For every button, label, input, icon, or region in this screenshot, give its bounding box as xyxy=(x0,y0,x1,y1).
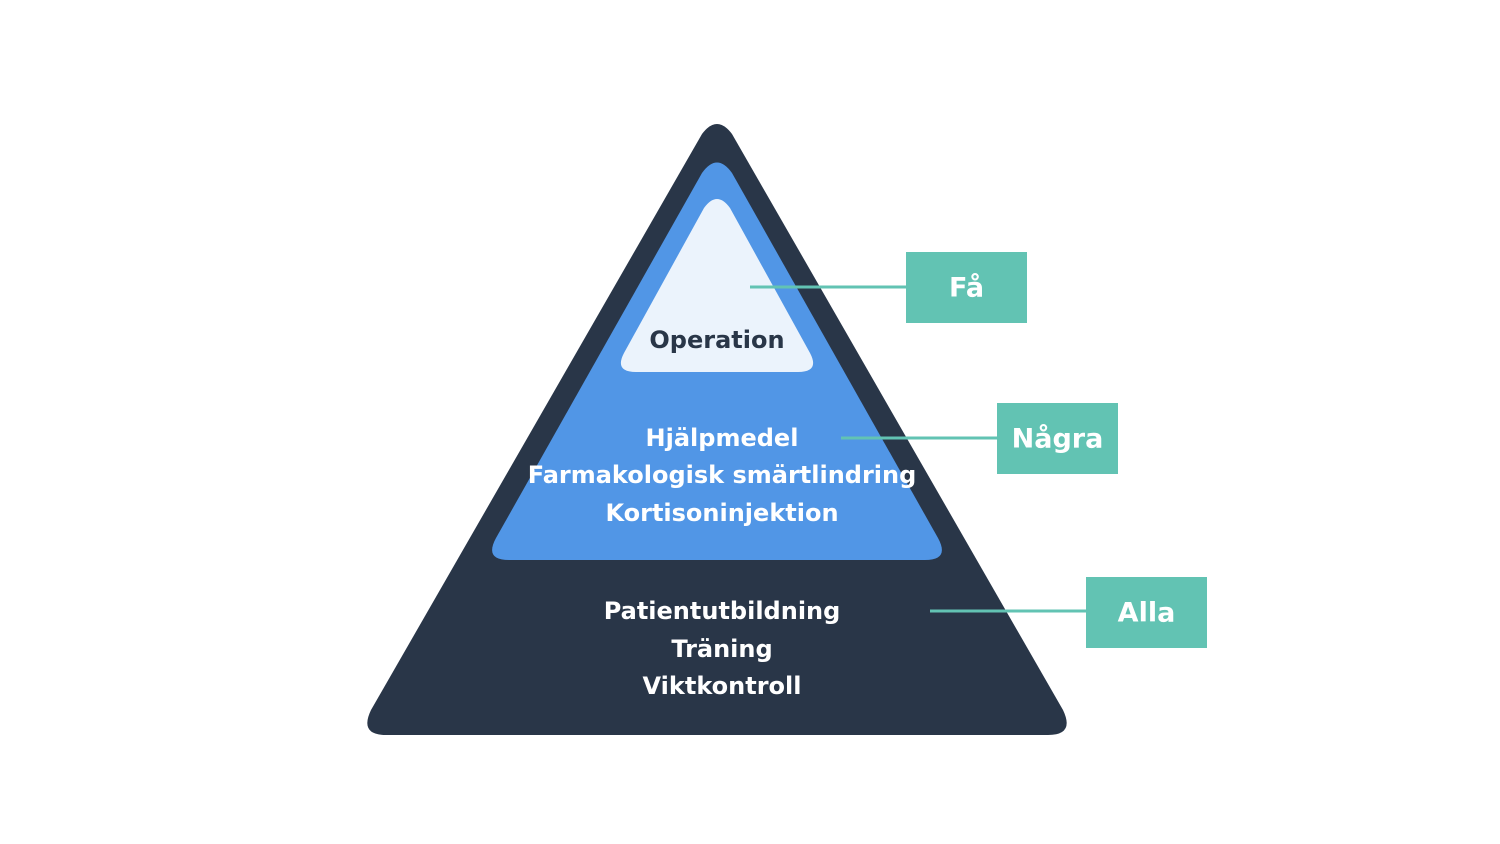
tag-some: Några xyxy=(997,403,1118,474)
tag-box xyxy=(906,252,1027,323)
tag-few: Få xyxy=(906,252,1027,323)
base-tier-text: Patientutbildning Träning Viktkontroll xyxy=(604,597,841,700)
middle-tier-text: Hjälpmedel Farmakologisk smärtlindring K… xyxy=(528,424,917,527)
middle-tier-line: Farmakologisk smärtlindring xyxy=(528,461,917,489)
top-tier-text: Operation xyxy=(649,326,784,354)
base-tier-line: Patientutbildning xyxy=(604,597,841,625)
top-tier-line: Operation xyxy=(649,326,784,354)
middle-tier-line: Hjälpmedel xyxy=(646,424,799,452)
tag-label: Alla xyxy=(1118,598,1176,629)
tag-box xyxy=(1086,577,1207,648)
tag-box xyxy=(997,403,1118,474)
base-tier-line: Viktkontroll xyxy=(643,672,802,700)
tag-label: Få xyxy=(949,272,984,304)
tag-label: Några xyxy=(1012,423,1104,455)
tag-all: Alla xyxy=(1086,577,1207,648)
middle-tier-line: Kortisoninjektion xyxy=(605,499,838,527)
pyramid-top-tier xyxy=(620,199,814,372)
base-tier-line: Träning xyxy=(671,635,772,663)
